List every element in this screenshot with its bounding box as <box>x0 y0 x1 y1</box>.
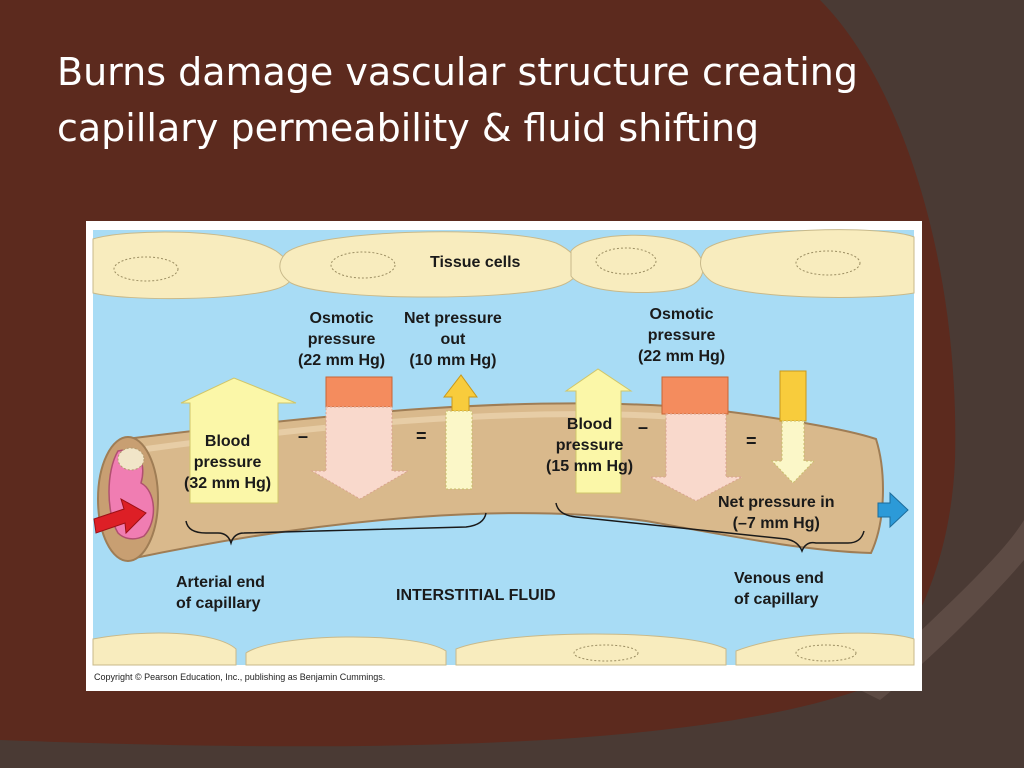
venous-osmotic-line-3: (22 mm Hg) <box>638 348 726 365</box>
venous-osmotic-pressure-label: Osmotic pressure (22 mm Hg) <box>638 304 725 367</box>
capillary-diagram: Tissue cells Osmotic pressure (22 mm Hg)… <box>86 221 922 691</box>
venous-equals-sign: = <box>746 431 757 451</box>
arterial-osmotic-pressure-label: Osmotic pressure (22 mm Hg) <box>298 308 385 371</box>
blood-outflow-arrow <box>877 491 909 529</box>
venous-osmotic-pressure-arrow <box>649 376 743 502</box>
copyright-notice: Copyright © Pearson Education, Inc., pub… <box>94 672 386 682</box>
venous-blood-pressure-arrow <box>564 368 633 494</box>
venous-net-pressure-in-label: Net pressure in (–7 mm Hg) <box>718 492 834 534</box>
arterial-net-line-2: out <box>440 331 466 348</box>
arterial-blood-line-3: (32 mm Hg) <box>184 475 272 492</box>
venous-net-pressure-in-arrow <box>770 370 816 484</box>
diagram-graphic <box>92 229 915 666</box>
slide-title-line-1: Burns damage vascular structure creating <box>57 50 858 94</box>
venous-blood-line-3: (15 mm Hg) <box>546 458 634 475</box>
arterial-net-pressure-out-label: Net pressure out (10 mm Hg) <box>404 308 502 371</box>
tissue-cell-nuclei-top <box>113 247 861 282</box>
tissue-cell-nuclei-bottom <box>573 644 857 662</box>
venous-end-label: Venous end of capillary <box>734 568 824 610</box>
arterial-osmotic-pressure-arrow <box>310 376 410 500</box>
venous-osmotic-line-2: pressure <box>647 327 716 344</box>
venous-end-line-1: Venous end <box>734 570 824 587</box>
arterial-net-line-1: Net pressure <box>404 310 502 327</box>
arterial-osmotic-line-2: pressure <box>307 331 376 348</box>
venous-end-brace <box>555 502 865 554</box>
arterial-blood-pressure-label: Blood pressure (32 mm Hg) <box>184 431 271 494</box>
arterial-end-line-1: Arterial end <box>176 574 265 591</box>
venous-osmotic-line-1: Osmotic <box>649 306 714 323</box>
venous-blood-pressure-label: Blood pressure (15 mm Hg) <box>546 414 633 477</box>
arterial-net-pressure-out-arrow <box>442 374 478 490</box>
venous-blood-line-1: Blood <box>566 416 613 433</box>
endothelial-cell <box>117 447 145 471</box>
venous-net-line-2: (–7 mm Hg) <box>732 515 820 532</box>
arterial-net-line-3: (10 mm Hg) <box>409 352 497 369</box>
blood-inflow-arrow <box>93 497 147 535</box>
arterial-minus-sign: – <box>298 426 309 446</box>
venous-end-line-2: of capillary <box>734 591 819 608</box>
venous-minus-sign: – <box>638 417 649 437</box>
arterial-equals-sign: = <box>416 426 427 446</box>
arterial-end-brace <box>185 512 487 546</box>
slide-title-line-2: capillary permeability & fluid shifting <box>57 106 760 150</box>
tissue-cells-label: Tissue cells <box>430 254 521 271</box>
arterial-blood-line-1: Blood <box>204 433 251 450</box>
interstitial-fluid-label: INTERSTITIAL FLUID <box>396 587 556 604</box>
slide-title: Burns damage vascular structure creating… <box>57 44 937 156</box>
venous-net-line-1: Net pressure in <box>718 494 835 511</box>
arterial-end-label: Arterial end of capillary <box>176 572 265 614</box>
arterial-blood-line-2: pressure <box>193 454 262 471</box>
arterial-osmotic-line-3: (22 mm Hg) <box>298 352 386 369</box>
venous-blood-line-2: pressure <box>555 437 624 454</box>
arterial-osmotic-line-1: Osmotic <box>309 310 374 327</box>
tissue-cells-bottom <box>92 632 915 666</box>
tissue-cells-top <box>92 229 915 300</box>
arterial-blood-pressure-arrow <box>180 377 297 504</box>
arterial-end-line-2: of capillary <box>176 595 261 612</box>
